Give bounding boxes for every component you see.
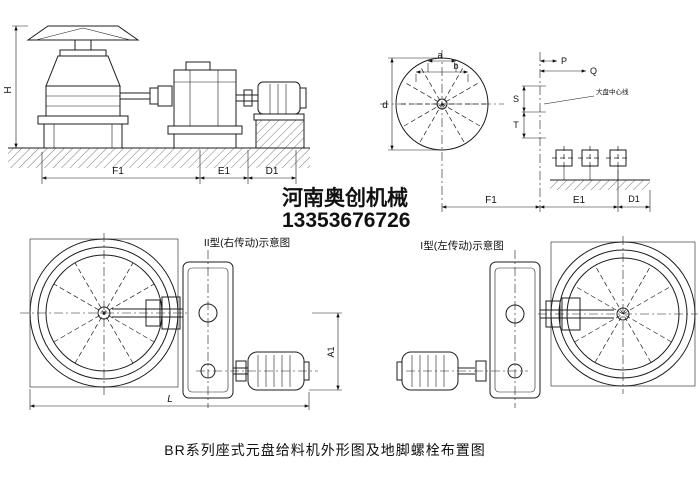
top-view-dimensions: F1 E1 D1 xyxy=(442,170,651,212)
type-labels: II型(右传动)示意图 I型(左传动)示意图 xyxy=(204,236,504,252)
company-name: 河南奥创机械 xyxy=(282,186,408,210)
disc-top-view: a b d xyxy=(380,50,504,212)
company-block: 河南奥创机械 13353676726 xyxy=(282,186,410,232)
ground-hatch xyxy=(8,147,310,168)
dim-d1-top: D1 xyxy=(628,194,640,204)
side-view-dimensions: H F1 E1 D1 xyxy=(3,25,297,184)
dim-q: Q xyxy=(590,66,597,76)
dim-e1-top: E1 xyxy=(573,195,586,206)
dim-d1-side: D1 xyxy=(266,166,279,177)
plan-view-type1 xyxy=(396,236,698,408)
dim-f1-side: F1 xyxy=(112,166,124,177)
dim-a: a xyxy=(437,50,442,60)
dim-a1: A1 xyxy=(326,346,336,357)
dim-b: b xyxy=(453,61,458,71)
side-view-machine xyxy=(26,25,307,149)
title-block: BR系列座式元盘给料机外形图及地脚螺栓布置图 xyxy=(164,442,485,458)
dim-e1-side: E1 xyxy=(218,166,231,177)
dim-t: T xyxy=(513,120,519,130)
dim-s: S xyxy=(513,94,519,104)
anchor-bolt-detail: P Q S T 大盘中心线 xyxy=(513,52,650,212)
label-type1: I型(左传动)示意图 xyxy=(420,239,503,252)
dim-d: d xyxy=(382,100,388,111)
dim-f1-top: F1 xyxy=(485,195,497,206)
dim-p: P xyxy=(561,56,567,66)
company-phone: 13353676726 xyxy=(282,209,410,232)
dim-l: L xyxy=(167,394,173,405)
dim-h-side: H xyxy=(3,86,14,93)
drawing-title: BR系列座式元盘给料机外形图及地脚螺栓布置图 xyxy=(164,442,485,458)
plan-view-type2: L A1 xyxy=(20,233,342,410)
note-disc-centerline: 大盘中心线 xyxy=(596,87,629,96)
label-type2: II型(右传动)示意图 xyxy=(204,236,290,249)
